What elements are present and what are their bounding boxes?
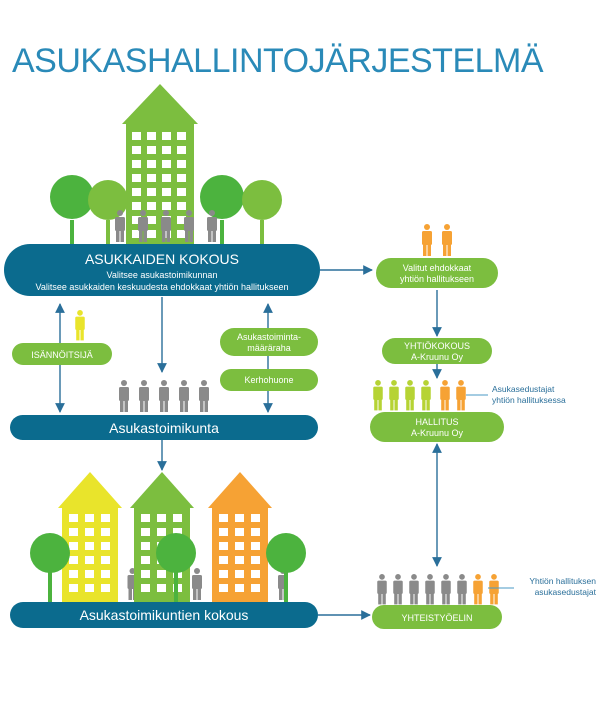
person-icon xyxy=(207,210,217,242)
tree-icon xyxy=(50,175,94,219)
annotation-asukasedustajat-1: Asukasedustajat xyxy=(492,384,555,394)
person-icon xyxy=(422,224,432,256)
person-icon xyxy=(115,210,125,242)
person-icon xyxy=(119,380,129,412)
person-icon xyxy=(159,380,169,412)
yhtiokokous-line1: YHTIÖKOKOUS xyxy=(404,341,470,351)
person-icon xyxy=(199,380,209,412)
person-icon xyxy=(139,380,149,412)
person-icon xyxy=(457,574,467,605)
tower-body xyxy=(126,124,194,249)
person-icon xyxy=(393,574,403,605)
hallitus-line1: HALLITUS xyxy=(415,417,458,427)
trees-top xyxy=(50,175,282,248)
person-icon xyxy=(473,574,483,605)
node-toimikuntien-kokous: Asukastoimikuntien kokous xyxy=(10,602,318,628)
tower-roof xyxy=(122,84,198,124)
tree-icon xyxy=(242,180,282,220)
node-maararaha: Asukastoiminta- määräraha xyxy=(220,328,318,356)
annotation-hallituksen-2: asukasedustajat xyxy=(535,587,597,597)
node-isannoitsija: ISÄNNÖITSIJÄ xyxy=(12,343,112,365)
maararaha-line1: Asukastoiminta- xyxy=(237,332,301,342)
node-yhteistyoelin: YHTEISTYÖELIN xyxy=(372,605,502,629)
trees-bottom xyxy=(30,533,306,605)
person-icon xyxy=(192,568,202,600)
tree-icon xyxy=(88,180,128,220)
valitut-line2: yhtiön hallitukseen xyxy=(400,274,474,284)
node-hallitus: HALLITUS A-Kruunu Oy xyxy=(370,412,504,442)
node-valitut: Valitut ehdokkaat yhtiön hallitukseen xyxy=(376,258,498,288)
person-icon xyxy=(456,380,466,411)
node-asukastoimikunta: Asukastoimikunta xyxy=(10,415,318,440)
kokous-title: ASUKKAIDEN KOKOUS xyxy=(85,251,239,267)
person-icon xyxy=(421,380,431,411)
maararaha-line2: määräraha xyxy=(247,343,291,353)
green-tower-top xyxy=(122,84,198,249)
person-icon xyxy=(425,574,435,605)
yhteistyoelin-label: YHTEISTYÖELIN xyxy=(401,613,472,623)
person-icon xyxy=(184,210,194,242)
node-kerhohuone: Kerhohuone xyxy=(220,369,318,391)
person-icon xyxy=(440,380,450,411)
person-icon xyxy=(179,380,189,412)
node-yhtiokokous: YHTIÖKOKOUS A-Kruunu Oy xyxy=(382,338,492,364)
hallitus-line2: A-Kruunu Oy xyxy=(411,428,464,438)
page-title: ASUKASHALLINTOJÄRJESTELMÄ xyxy=(12,42,544,80)
person-icon xyxy=(405,380,415,411)
tree-icon xyxy=(30,533,70,573)
person-icon xyxy=(389,380,399,411)
tree-icon xyxy=(200,175,244,219)
person-icon xyxy=(409,574,419,605)
isannoitsija-label: ISÄNNÖITSIJÄ xyxy=(31,350,93,360)
person-icon xyxy=(75,310,85,341)
kokous-line2: Valitsee asukkaiden keskuudesta ehdokkaa… xyxy=(36,282,289,292)
toimikunta-label: Asukastoimikunta xyxy=(109,420,219,436)
person-icon xyxy=(489,574,499,605)
kokous-line1: Valitsee asukastoimikunnan xyxy=(107,270,218,280)
annotation-asukasedustajat-2: yhtiön hallituksessa xyxy=(492,395,566,405)
kerhohuone-label: Kerhohuone xyxy=(244,375,293,385)
person-icon xyxy=(161,210,171,242)
valitut-line1: Valitut ehdokkaat xyxy=(403,263,472,273)
person-icon xyxy=(442,224,452,256)
person-icon xyxy=(138,210,148,242)
person-icon xyxy=(377,574,387,605)
node-asukkaiden-kokous: ASUKKAIDEN KOKOUS Valitsee asukastoimiku… xyxy=(4,244,320,296)
person-icon xyxy=(441,574,451,605)
person-icon xyxy=(373,380,383,411)
annotation-hallituksen-1: Yhtiön hallituksen xyxy=(529,576,596,586)
yhtiokokous-line2: A-Kruunu Oy xyxy=(411,352,464,362)
toimikuntien-kokous-label: Asukastoimikuntien kokous xyxy=(80,607,249,623)
tree-icon xyxy=(156,533,196,573)
tree-icon xyxy=(266,533,306,573)
